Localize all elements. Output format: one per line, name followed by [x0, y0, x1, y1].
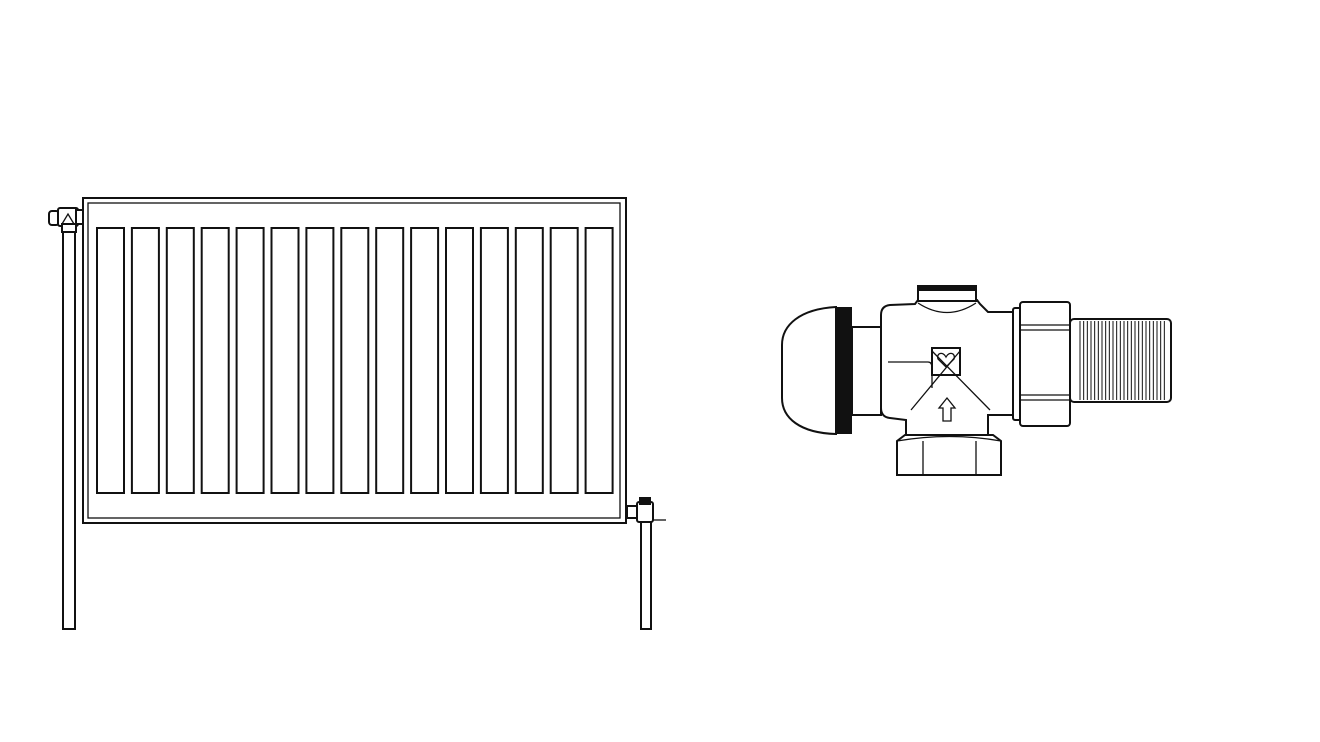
radiator-fin	[410, 227, 440, 494]
radiator	[48, 197, 666, 630]
lockshield-valve-bottom-right	[626, 497, 666, 523]
return-pipe-right	[640, 519, 652, 630]
supply-pipe-left	[62, 224, 76, 630]
radiator-fin	[479, 227, 509, 494]
radiator-fin	[514, 227, 544, 494]
arrow-up-icon	[937, 396, 957, 422]
heart-icon	[931, 347, 961, 376]
radiator-fin	[96, 227, 125, 494]
radiator-fin	[549, 227, 579, 494]
valve-thread	[1079, 321, 1165, 400]
radiator-fin	[165, 227, 195, 494]
valve-bottom-nut	[896, 434, 1002, 476]
valve-union-nut	[1019, 301, 1071, 427]
radiator-inner-frame	[87, 202, 621, 519]
radiator-fin	[200, 227, 230, 494]
radiator-fin	[584, 227, 614, 494]
radiator-fin	[130, 227, 160, 494]
valve-cap-band	[836, 307, 852, 434]
valve-top-curve	[917, 302, 977, 314]
radiator-fin	[340, 227, 370, 494]
radiator-fin	[235, 227, 265, 494]
radiator-fin	[270, 227, 300, 494]
radiator-fins	[96, 227, 614, 494]
valve-cap	[781, 305, 837, 436]
valve-flow-lines	[910, 350, 991, 411]
radiator-fin	[445, 227, 474, 494]
valve-neck	[851, 326, 882, 416]
radiator-fin	[375, 227, 405, 494]
radiator-valve-top-left	[48, 207, 84, 233]
valve-top-nut-cap	[918, 285, 976, 291]
thermostatic-valve	[781, 285, 1172, 476]
radiator-fin	[305, 227, 335, 494]
